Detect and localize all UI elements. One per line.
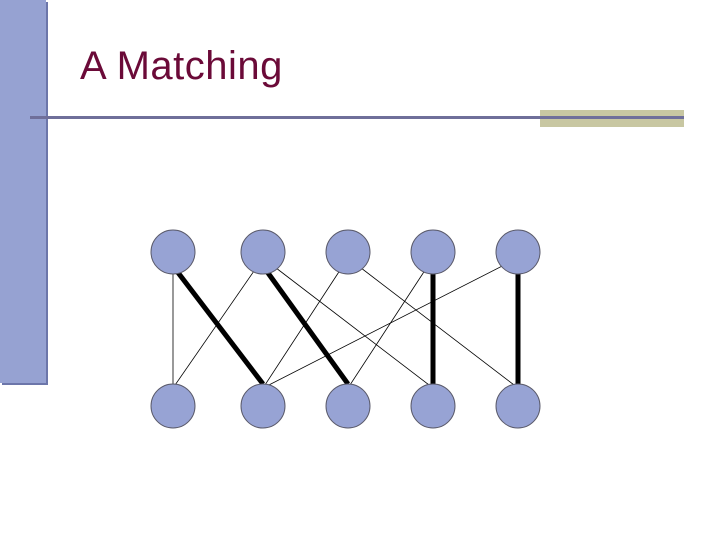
top-node-2	[240, 229, 286, 275]
top-node-5	[495, 229, 541, 275]
bottom-node-1	[150, 383, 196, 429]
title-rule-accent-line	[540, 116, 684, 119]
bottom-node-3	[325, 383, 371, 429]
matched-edge	[260, 264, 351, 386]
matched-edge	[171, 264, 265, 386]
bottom-node-5	[495, 383, 541, 429]
edge	[262, 257, 349, 389]
title-rule	[30, 116, 682, 119]
top-node-1	[150, 229, 196, 275]
bottom-node-2	[240, 383, 286, 429]
edge	[262, 257, 519, 389]
edge	[262, 257, 434, 389]
edges-group	[171, 257, 521, 389]
bottom-node-4	[410, 383, 456, 429]
nodes-group	[150, 229, 541, 429]
left-accent-bar	[0, 0, 46, 383]
slide-title: A Matching	[80, 44, 283, 88]
top-node-3	[325, 229, 371, 275]
edge	[172, 257, 264, 389]
top-node-4	[410, 229, 456, 275]
